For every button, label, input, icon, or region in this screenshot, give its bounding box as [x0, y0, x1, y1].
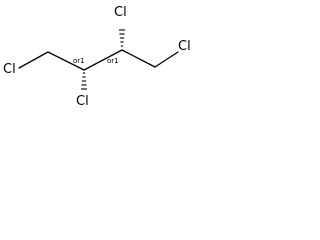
bond-c3-to-c4	[121, 49, 156, 68]
chlorine-label-right: Cl	[178, 39, 191, 54]
bond-network	[18, 49, 179, 71]
bond-cl-left-to-c1	[18, 51, 49, 69]
chlorine-label-top-middle: Cl	[114, 5, 127, 20]
stereo-label-left-center: or1	[73, 57, 85, 65]
bond-c2-to-c3	[83, 49, 123, 71]
stereo-label-right-center: or1	[107, 57, 119, 65]
hashed-wedge-right	[118, 29, 126, 47]
structure-canvas: Cl Cl Cl Cl or1 or1	[0, 0, 198, 118]
molecule-structure: Cl Cl Cl Cl or1 or1	[3, 5, 191, 109]
chlorine-label-left: Cl	[3, 62, 16, 77]
hashed-wedge-left	[81, 72, 87, 90]
bond-c4-to-cl-right	[154, 51, 179, 68]
bond-c1-to-c2	[47, 51, 85, 71]
chlorine-label-bottom-middle: Cl	[76, 94, 89, 109]
